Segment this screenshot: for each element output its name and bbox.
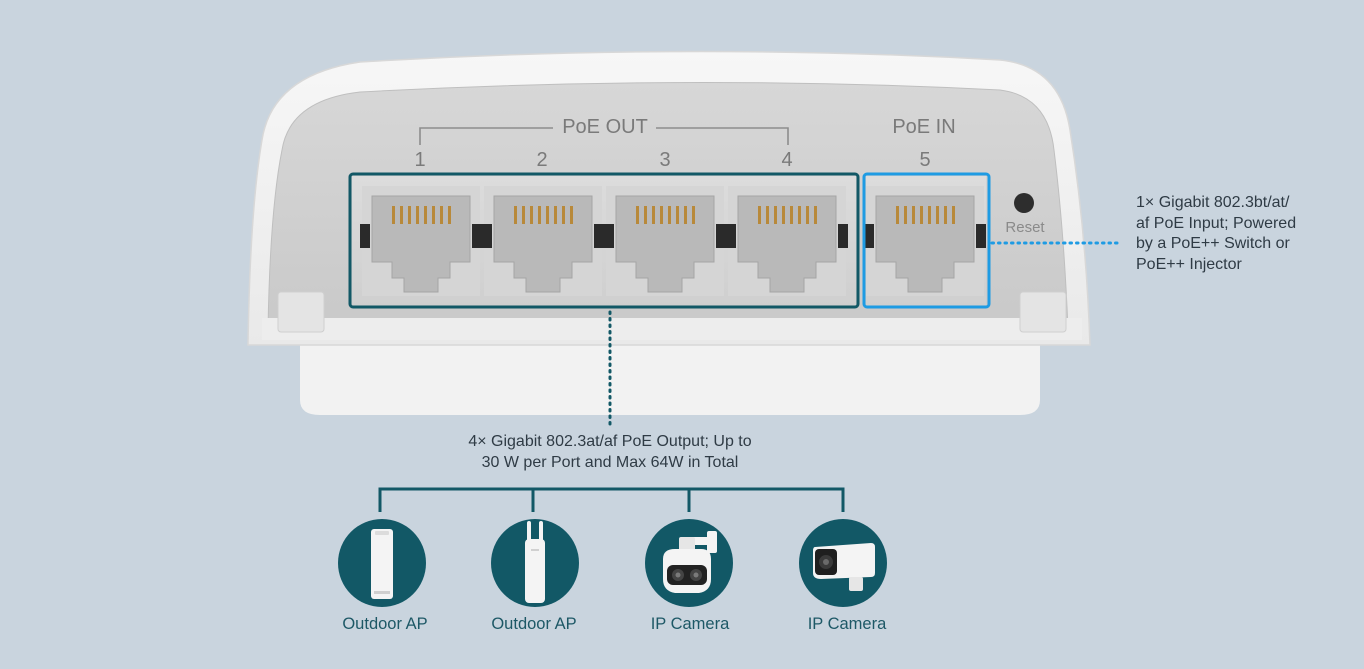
poe-output-desc-line: 4× Gigabit 802.3at/af PoE Output; Up to (468, 433, 752, 450)
rj45-port (482, 186, 604, 296)
device-bottom-lip (262, 318, 1082, 340)
poe-output-desc-line: 30 W per Port and Max 64W in Total (481, 454, 739, 471)
port-number-1: 1 (414, 149, 426, 171)
outdoor-ap-circle (338, 519, 426, 607)
poe-input-desc-line: PoE++ Injector (1136, 255, 1242, 273)
port-number-2: 2 (536, 149, 548, 171)
device-label-ip-camera-2: IP Camera (807, 615, 887, 633)
ptz-camera-circle (645, 519, 733, 607)
poe-input-desc-line: by a PoE++ Switch or (1136, 235, 1290, 252)
device-label-outdoor-ap-1: Outdoor AP (342, 615, 428, 633)
port-number-5: 5 (919, 149, 931, 171)
distribution-tree (378, 487, 845, 512)
left-clip (277, 291, 325, 333)
reset-label: Reset (1005, 219, 1045, 236)
port-number-4: 4 (781, 149, 793, 171)
device-lower-body (300, 330, 1040, 415)
bullet-camera-circle (799, 519, 887, 607)
poe-out-highlight (348, 172, 860, 309)
poe-out-title: PoE OUT (562, 116, 648, 138)
device-label-ip-camera-1: IP Camera (650, 615, 730, 633)
rj45-port (604, 186, 726, 296)
device-label-outdoor-ap-2: Outdoor AP (491, 615, 577, 633)
outdoor-ap-icon (371, 529, 393, 599)
ptz-camera-icon (663, 531, 717, 593)
rj45-port (360, 186, 482, 296)
poe-output-description: 4× Gigabit 802.3at/af PoE Output; Up to … (430, 431, 790, 473)
poe-input-description: 1× Gigabit 802.3bt/at/ af PoE Input; Pow… (1136, 193, 1336, 275)
poe-in-title: PoE IN (892, 116, 956, 138)
reset-button (1014, 193, 1034, 213)
port-number-3: 3 (659, 149, 671, 171)
outdoor-ap-antenna-icon (525, 521, 545, 603)
poe-out-bracket (419, 127, 789, 145)
poe-input-desc-line: 1× Gigabit 802.3bt/at/ (1136, 194, 1290, 211)
rj45-port (726, 186, 848, 296)
outdoor-ap-antenna-circle (491, 519, 579, 607)
poe-in-highlight (862, 172, 991, 309)
poe-input-desc-line: af PoE Input; Powered (1136, 214, 1297, 232)
right-clip (1019, 291, 1067, 333)
bullet-camera-icon (813, 543, 875, 591)
rj45-port (864, 186, 986, 296)
